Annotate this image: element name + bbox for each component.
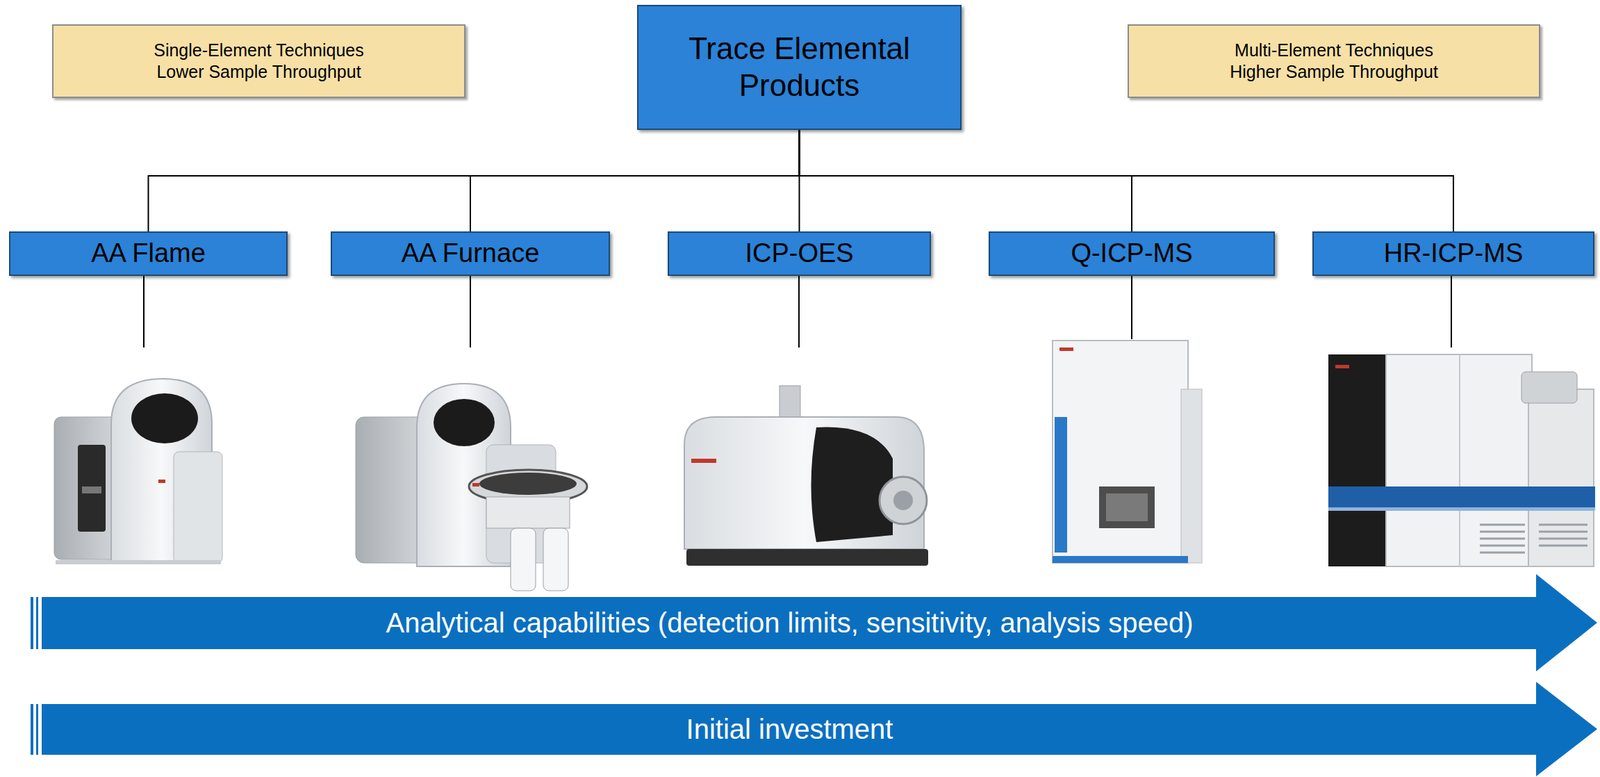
arrow-bar (30, 703, 34, 755)
node-text: Q-ICP-MS (1070, 237, 1193, 270)
tree-connector (148, 129, 800, 232)
tree-connector (799, 129, 1133, 232)
arrow-bar (36, 596, 39, 649)
aa-furnace-instrument (355, 383, 588, 591)
node-text: AA Flame (91, 237, 206, 270)
scale-arrow: Analytical capabilities (detection limit… (30, 573, 1598, 672)
technique-box: Q-ICP-MS (988, 231, 1275, 276)
node-text: Higher Sample Throughput (1229, 61, 1439, 83)
q-icp-ms-instrument (1052, 340, 1202, 563)
tree-connector (470, 129, 800, 232)
node-text: Lower Sample Throughput (156, 61, 361, 83)
arrow-bar (36, 703, 39, 755)
technique-box: AA Furnace (330, 231, 610, 276)
arrow-body (41, 681, 1598, 777)
leader-lines (143, 275, 1452, 348)
note-box: Multi-Element TechniquesHigher Sample Th… (1127, 24, 1541, 98)
icp-oes-instrument (684, 385, 929, 566)
node-text: Initial investment (686, 712, 894, 746)
node-text: AA Furnace (401, 237, 540, 270)
node-text: Multi-Element Techniques (1234, 39, 1434, 62)
node-text: Trace Elemental Products (652, 30, 947, 105)
note-box: Single-Element TechniquesLower Sample Th… (52, 24, 466, 98)
scale-arrow: Initial investment (30, 681, 1598, 777)
hr-icp-ms-instrument (1328, 354, 1596, 567)
arrow-bar (30, 596, 34, 649)
tree-connector (799, 129, 1455, 232)
aa-flame-instrument (54, 378, 223, 565)
node-text: Single-Element Techniques (153, 39, 365, 62)
arrow-body (41, 573, 1598, 672)
technique-box: ICP-OES (667, 231, 931, 276)
root-box: Trace Elemental Products (637, 4, 962, 130)
node-text: HR-ICP-MS (1383, 237, 1524, 270)
node-text: ICP-OES (744, 237, 854, 270)
technique-box: HR-ICP-MS (1312, 231, 1595, 276)
technique-box: AA Flame (9, 231, 288, 276)
node-text: Analytical capabilities (detection limit… (386, 605, 1194, 640)
